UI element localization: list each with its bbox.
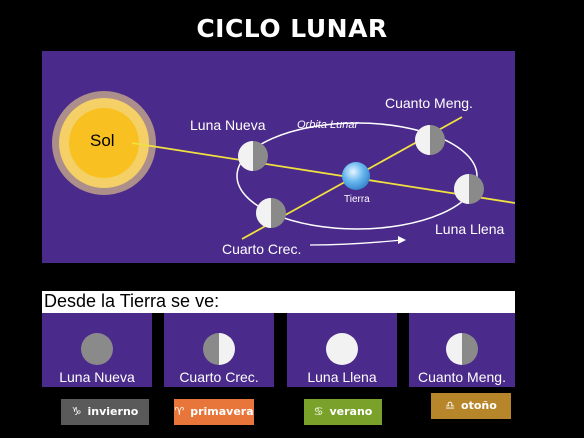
- subtitle-bar: Desde la Tierra se ve:: [42, 291, 515, 313]
- moon-new-position: [238, 141, 268, 171]
- orbit-arrowhead-icon: [398, 236, 406, 244]
- waning-label: Cuanto Meng.: [385, 95, 473, 111]
- phase-panel-waxing: Cuarto Crec.: [164, 313, 274, 387]
- new-moon-label: Luna Nueva: [190, 117, 266, 133]
- earth-label: Tierra: [344, 194, 370, 205]
- waxing-label: Cuarto Crec.: [222, 241, 302, 257]
- lunar-cycle-diagram: Sol Luna Nueva Orbita Lunar Cuanto Meng.…: [42, 51, 515, 263]
- cancer-icon: ♋: [313, 405, 324, 418]
- first-quarter-moon-icon: [203, 333, 235, 365]
- phase-name: Cuanto Meng.: [418, 369, 506, 385]
- full-moon-icon: [326, 333, 358, 365]
- phase-panel-new: Luna Nueva: [42, 313, 152, 387]
- last-quarter-moon-icon: [446, 333, 478, 365]
- sun-icon: [69, 108, 139, 178]
- moon-full-position: [454, 174, 484, 204]
- libra-icon: ♎: [445, 399, 456, 412]
- aries-icon: ♈: [174, 405, 185, 418]
- subtitle: Desde la Tierra se ve:: [44, 291, 220, 311]
- phase-name: Luna Nueva: [59, 369, 135, 385]
- phase-name: Cuarto Crec.: [179, 369, 259, 385]
- new-moon-icon: [81, 333, 113, 365]
- season-label: primavera: [190, 405, 254, 418]
- orbit-direction-arrow: [309, 239, 403, 246]
- orbit-ellipse: [236, 122, 478, 230]
- season-label: invierno: [87, 405, 139, 418]
- moon-waning-position: [415, 125, 445, 155]
- sun-ray-line: [131, 142, 515, 204]
- season-label: otoño: [461, 399, 497, 412]
- season-button-invierno[interactable]: ♑ invierno: [61, 399, 149, 425]
- season-button-primavera[interactable]: ♈ primavera: [174, 399, 254, 425]
- page-title: CICLO LUNAR: [196, 14, 388, 43]
- season-button-otono[interactable]: ♎ otoño: [431, 393, 511, 419]
- capricorn-icon: ♑: [71, 405, 82, 418]
- sun-label: Sol: [90, 131, 115, 150]
- full-moon-label: Luna Llena: [435, 221, 505, 237]
- orbit-diagram-svg: [52, 91, 515, 246]
- orbit-label: Orbita Lunar: [297, 119, 359, 131]
- season-label: verano: [329, 405, 373, 418]
- phase-name: Luna Llena: [307, 369, 377, 385]
- phase-panel-waning: Cuanto Meng.: [409, 313, 515, 387]
- moon-waxing-position: [256, 198, 286, 228]
- phase-panel-full: Luna Llena: [287, 313, 397, 387]
- season-button-verano[interactable]: ♋ verano: [304, 399, 382, 425]
- earth-icon: [342, 162, 370, 190]
